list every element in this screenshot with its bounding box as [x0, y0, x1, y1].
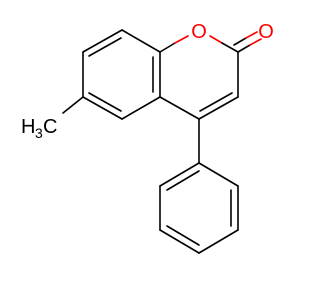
molecule-structure-diagram: O O H 3 C	[21, 21, 274, 254]
bond-c6-c5-inner	[88, 92, 122, 112]
bond-c4-c3-inner	[199, 92, 233, 112]
bond-c2-o-outer-red	[249, 38, 262, 46]
bond-c6-c5	[82, 96, 123, 120]
carbonyl-oxygen-label: O	[258, 21, 274, 43]
bond-c8-c7	[82, 29, 123, 53]
methyl-h-label: H	[21, 116, 35, 138]
methyl-c-label: C	[43, 116, 57, 138]
bond-ph6-ph1-inner	[166, 170, 200, 191]
bond-ph6-ph1	[159, 162, 200, 187]
bond-ph3-ph4	[198, 229, 239, 254]
bond-c4a-c4	[159, 96, 200, 120]
bond-ph4-ph5-inner	[166, 225, 200, 246]
bond-o1-c2-red	[209, 35, 223, 44]
bond-lines	[62, 29, 239, 254]
bond-c8a-o1-red	[174, 35, 189, 44]
methyl-h-subscript: 3	[35, 125, 43, 141]
bond-c8a-o1-black	[159, 42, 176, 53]
ring-oxygen-label: O	[191, 21, 207, 43]
bond-c2-o-inner-red	[245, 31, 258, 39]
bond-c5-c4a	[121, 96, 161, 120]
bond-c2-o-inner-black	[233, 37, 247, 46]
oxygen-bonds	[159, 31, 262, 53]
bond-c4-c3	[198, 96, 239, 120]
bond-c6-methyl	[62, 96, 84, 114]
bond-ph4-ph5	[159, 229, 200, 254]
bond-c8a-c8	[121, 29, 161, 53]
bond-o1-c2-black	[221, 42, 239, 53]
bond-c8-c7-inner	[88, 37, 122, 57]
bond-ph1-ph2	[198, 162, 239, 187]
bond-c2-o-outer-black	[237, 44, 251, 53]
